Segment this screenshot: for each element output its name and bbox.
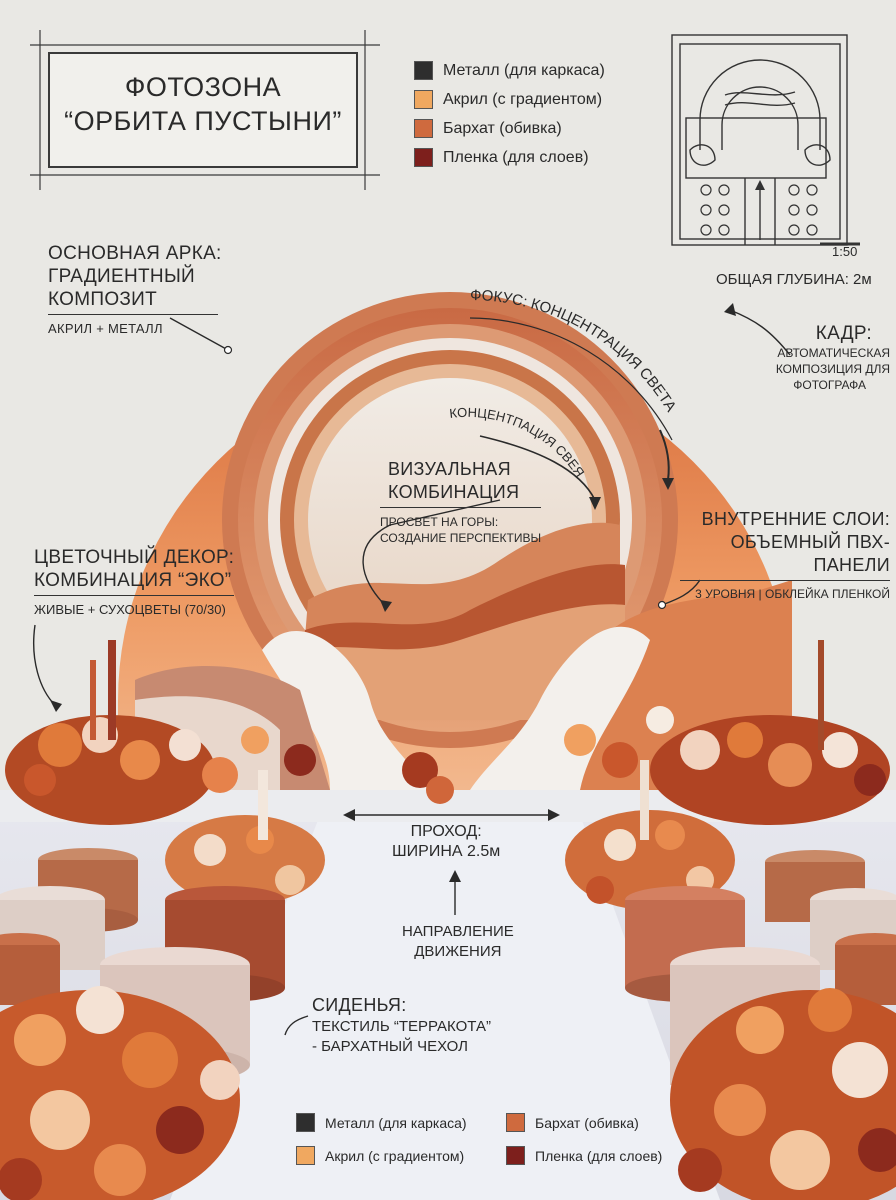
- swatch-acrylic: [414, 90, 433, 109]
- flower-cluster-aisle-left: [165, 770, 325, 905]
- legend-item: Бархат (обивка): [414, 114, 605, 143]
- callout-direction: НАПРАВЛЕНИЕ ДВИЖЕНИЯ: [402, 923, 514, 960]
- swatch-velvet: [414, 119, 433, 138]
- callout-flowers: ЦВЕТОЧНЫЙ ДЕКОР: КОМБИНАЦИЯ “ЭКО” ЖИВЫЕ …: [34, 547, 235, 617]
- flower-cluster-right: [564, 640, 890, 825]
- plan-depth: ОБЩАЯ ГЛУБИНА: 2м: [716, 271, 872, 288]
- flower-cluster-front-left: [0, 986, 240, 1200]
- swatch-film: [414, 148, 433, 167]
- swatch-metal: [296, 1113, 315, 1132]
- plan-scale: 1:50: [832, 244, 858, 259]
- legend-item: Металл (для каркаса): [414, 56, 605, 85]
- legend-item: Акрил (с градиентом): [414, 85, 605, 114]
- callout-layers: ВНУТРЕННИЕ СЛОИ: ОБЪЕМНЫЙ ПВХ-ПАНЕЛИ 3 У…: [680, 508, 890, 602]
- focus-arrow: [659, 429, 670, 481]
- legend-bottom: Металл (для каркаса) Бархат (обивка) Акр…: [296, 1108, 716, 1170]
- title-line-2: “ОРБИТА ПУСТЫНИ”: [64, 106, 342, 136]
- aisle: [170, 815, 720, 1200]
- legend-item: Металл (для каркаса): [296, 1108, 506, 1137]
- swatch-film: [506, 1146, 525, 1165]
- flower-cluster-left: [5, 640, 316, 825]
- legend-item: Акрил (с градиентом): [296, 1141, 506, 1170]
- swatch-velvet: [506, 1113, 525, 1132]
- callout-arch: ОСНОВНАЯ АРКА: ГРАДИЕНТНЫЙ КОМПОЗИТ АКРИ…: [48, 243, 222, 336]
- title-box: ФОТОЗОНА “ОРБИТА ПУСТЫНИ”: [48, 52, 358, 168]
- pointer-lines: [33, 309, 791, 1036]
- plan-seats: [700, 184, 818, 236]
- swatch-acrylic: [296, 1146, 315, 1165]
- swatch-metal: [414, 61, 433, 80]
- legend-item: Пленка (для слоев): [506, 1141, 716, 1170]
- callout-passage: ПРОХОД: ШИРИНА 2.5м: [392, 823, 501, 860]
- flower-cluster-front-right: [670, 988, 896, 1200]
- floor-plan: [671, 34, 848, 246]
- flower-cluster-center: [402, 752, 454, 804]
- flower-cluster-aisle-right: [565, 760, 735, 910]
- callout-frame: КАДР: АВТОМАТИЧЕСКАЯ КОМПОЗИЦИЯ ДЛЯ ФОТО…: [775, 323, 890, 392]
- title-frame-lines: [30, 30, 380, 190]
- legend-item: Пленка (для слоев): [414, 143, 605, 172]
- legend-top: Металл (для каркаса) Акрил (с градиентом…: [414, 56, 605, 172]
- title-line-1: ФОТОЗОНА: [124, 72, 282, 102]
- focus-underline: [469, 317, 673, 441]
- callout-seats: СИДЕНЬЯ: ТЕКСТИЛЬ “ТЕРРАКОТА” - БАРХАТНЫ…: [312, 995, 491, 1055]
- main-arch: [118, 292, 792, 790]
- legend-item: Бархат (обивка): [506, 1108, 716, 1137]
- callout-visual: ВИЗУАЛЬНАЯ КОМБИНАЦИЯ ПРОСВЕТ НА ГОРЫ: С…: [380, 459, 542, 545]
